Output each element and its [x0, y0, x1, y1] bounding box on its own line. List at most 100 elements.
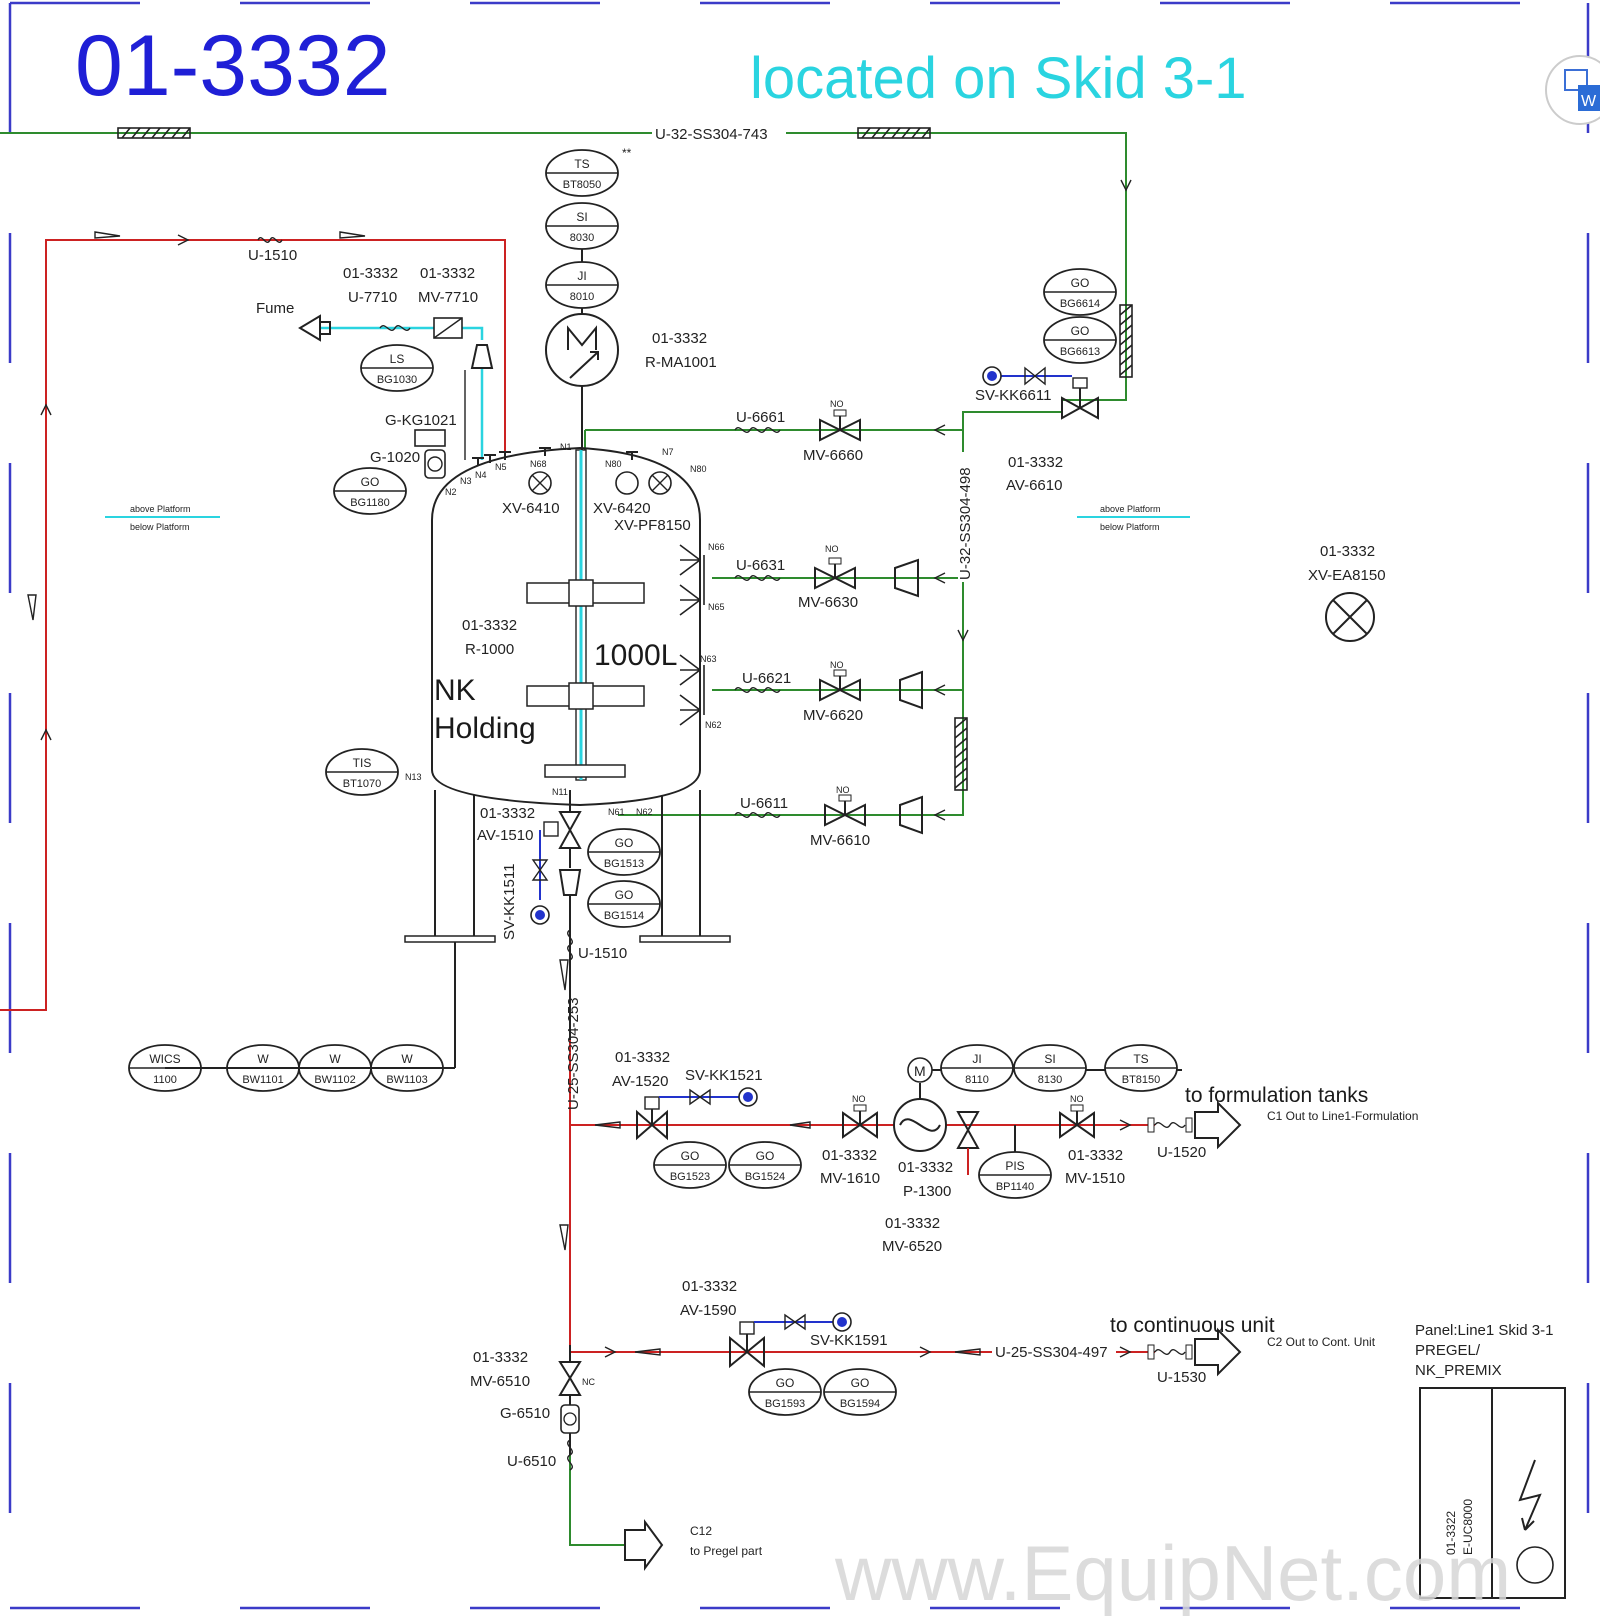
- valve-mv6610[interactable]: [824, 794, 866, 827]
- vent-line: [320, 326, 484, 340]
- nozzle-n1: N1: [560, 442, 572, 452]
- nozzle-n61: N61: [608, 807, 625, 817]
- mv6520-label: MV-6520: [882, 1238, 942, 1255]
- spray-ball-xv6410-icon: [528, 471, 552, 495]
- no-label-6660: NO: [830, 399, 844, 409]
- u7710-prefix: 01-3332: [343, 265, 398, 282]
- solenoid-valve-svkk1591[interactable]: [784, 1313, 806, 1331]
- instrument-tag: BW1102: [314, 1074, 355, 1086]
- valve-av1520[interactable]: [636, 1096, 668, 1141]
- xvea8150-prefix: 01-3332: [1320, 543, 1375, 560]
- svkk6611-label: SV-KK6611: [975, 387, 1051, 404]
- word-doc-icon[interactable]: W: [1545, 55, 1600, 125]
- instrument-function: PIS: [1005, 1159, 1024, 1173]
- solenoid-valve-svkk1511[interactable]: [531, 859, 549, 881]
- flow-arrow-icon: [634, 1348, 661, 1356]
- instrument-tag: BG1514: [604, 910, 644, 922]
- p1300-label: P-1300: [903, 1183, 951, 1200]
- instrument-go-bg1594: GO BG1594: [823, 1368, 897, 1416]
- instrument-tag: 8130: [1038, 1074, 1062, 1086]
- solenoid-valve-svkk6611[interactable]: [1024, 366, 1046, 386]
- xvpf8150-label: XV-PF8150: [614, 517, 691, 534]
- instrument-tag: BW1101: [242, 1074, 283, 1086]
- instrument-function: GO: [615, 836, 634, 850]
- valve-mv6520[interactable]: [956, 1111, 980, 1149]
- instrument-function: W: [257, 1052, 269, 1066]
- nozzle-n7: N7: [662, 447, 674, 457]
- nozzle-n67: N68: [530, 459, 547, 469]
- instrument-function: W: [401, 1052, 413, 1066]
- spray-ball-xv6420-icon: [615, 471, 639, 495]
- mv6660-label: MV-6660: [803, 447, 863, 464]
- no-label-1510: NO: [1070, 1094, 1084, 1104]
- instrument-tag: BG1594: [840, 1398, 880, 1410]
- panel-tag: E-UC8000: [1461, 1499, 1475, 1555]
- instrument-tag: BP1140: [996, 1181, 1034, 1193]
- line-tag-vertical-green: U-32-SS304-498: [957, 467, 974, 580]
- g1020-label: G-1020: [370, 449, 420, 466]
- instrument-function: GO: [615, 888, 634, 902]
- nozzle-n4: N4: [475, 470, 487, 480]
- instrument-function: JI: [972, 1052, 981, 1066]
- valve-mv6660[interactable]: [819, 409, 861, 442]
- stars-note: **: [622, 146, 632, 160]
- mv1510-prefix: 01-3332: [1068, 1147, 1123, 1164]
- u6661-label: U-6661: [736, 409, 785, 426]
- instrument-function: GO: [851, 1376, 870, 1390]
- u6510-label: U-6510: [507, 1453, 556, 1470]
- vessel-name-line2: Holding: [434, 712, 536, 745]
- svg-text:M: M: [914, 1063, 926, 1079]
- valve-av6610[interactable]: [1061, 377, 1099, 420]
- instrument-function: W: [329, 1052, 341, 1066]
- valve-mv1510[interactable]: [1059, 1104, 1095, 1139]
- instrument-tag: BG1513: [604, 858, 644, 870]
- solenoid-valve-svkk1521[interactable]: [689, 1088, 711, 1106]
- valve-mv6620[interactable]: [819, 669, 861, 702]
- av6610-label: AV-6610: [1006, 477, 1062, 494]
- instrument-function: GO: [1071, 276, 1090, 290]
- valve-av1590[interactable]: [729, 1321, 765, 1369]
- green-pregel-line: [569, 1455, 625, 1546]
- gkg1021-label: G-KG1021: [385, 412, 457, 429]
- motor-tag-prefix: 01-3332: [652, 330, 707, 347]
- nozzle-n80: N80: [690, 464, 707, 474]
- mv1510-label: MV-1510: [1065, 1170, 1125, 1187]
- u6631-label: U-6631: [736, 557, 785, 574]
- valve-mv6510[interactable]: [558, 1361, 582, 1396]
- panel-tag-prefix: 01-3322: [1444, 1511, 1458, 1555]
- xv6410-label: XV-6410: [502, 500, 560, 517]
- svkk1591-label: SV-KK1591: [810, 1332, 888, 1349]
- u1510-top-label: U-1510: [248, 247, 297, 264]
- valve-mv6630[interactable]: [814, 557, 856, 590]
- no-label-6630: NO: [825, 544, 839, 554]
- instrument-function: GO: [776, 1376, 795, 1390]
- av1510-label: AV-1510: [477, 827, 533, 844]
- bottom-outlet-valve-av1510[interactable]: [543, 811, 582, 849]
- jacket-nozzles: [679, 544, 705, 726]
- u1520-label: U-1520: [1157, 1144, 1206, 1161]
- instrument-tag: BG1524: [745, 1171, 785, 1183]
- lightning-icon: [1518, 1459, 1542, 1531]
- flow-arrow-icon: [559, 959, 569, 991]
- flow-arrow-icon: [94, 231, 121, 239]
- valve-mv1610[interactable]: [842, 1104, 878, 1139]
- instrument-go-bg1513: GO BG1513: [587, 828, 661, 876]
- instrument-function: GO: [756, 1149, 775, 1163]
- nozzle-n13: N13: [405, 772, 422, 782]
- instrument-tag: 8030: [570, 232, 594, 244]
- off-page-connector-c1: [1194, 1100, 1242, 1150]
- instrument-function: LS: [390, 352, 405, 366]
- drawing-border: [8, 1, 1590, 1610]
- vessel-r1000: [404, 446, 731, 1068]
- fume-label: Fume: [256, 300, 294, 317]
- sight-glass-xvpf8150-icon: [648, 471, 672, 495]
- instrument-tag: BW1103: [386, 1074, 427, 1086]
- instrument-bubbles: TSBT8050SI8030JI8010LSBG1030GOBG1180TISB…: [128, 149, 1178, 1416]
- mv6630-label: MV-6630: [798, 594, 858, 611]
- xvea8150-label: XV-EA8150: [1308, 567, 1386, 584]
- instrument-tag: BG1030: [377, 374, 417, 386]
- mv1610-label: MV-1610: [820, 1170, 880, 1187]
